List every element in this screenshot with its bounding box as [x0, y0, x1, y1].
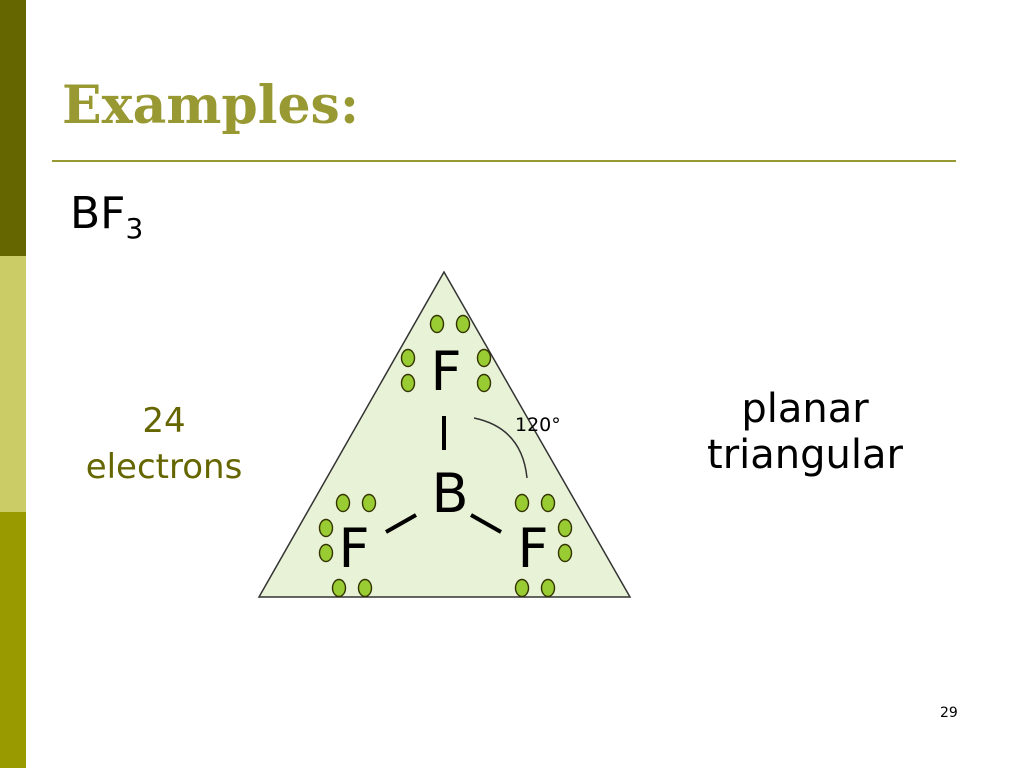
- formula-base: BF: [70, 188, 126, 239]
- electron-dot: [318, 518, 334, 538]
- electron-count: 24: [142, 401, 186, 441]
- bond-left: [385, 513, 417, 534]
- bond-right: [470, 513, 502, 534]
- electron-count-label: 24 electrons: [64, 398, 264, 490]
- electron-dot: [357, 578, 373, 598]
- sidebar-accent-mid: [0, 512, 26, 768]
- geometry-line-2: triangular: [707, 432, 903, 478]
- electron-dot: [476, 373, 492, 393]
- molecular-geometry-label: planar triangular: [680, 386, 930, 478]
- electron-dot: [514, 578, 530, 598]
- fluorine-top: F: [430, 340, 461, 403]
- lone-pairs-right-fluorine: [514, 493, 573, 598]
- lone-pairs-top-fluorine: [400, 314, 492, 393]
- slide-number: 29: [940, 705, 958, 721]
- formula-subscript: 3: [125, 212, 144, 245]
- electron-dot: [514, 493, 530, 513]
- sidebar-accent-light: [0, 256, 26, 512]
- lone-pairs-left-fluorine: [318, 493, 377, 598]
- boron-center: B: [431, 462, 468, 525]
- angle-arc: [473, 417, 528, 479]
- electron-dot: [455, 314, 471, 334]
- fluorine-left: F: [338, 517, 369, 580]
- electron-dot: [557, 543, 573, 563]
- electron-dot: [361, 493, 377, 513]
- slide-title: Examples:: [62, 75, 360, 136]
- sidebar-accent-dark: [0, 0, 26, 256]
- geometry-line-1: planar: [741, 386, 869, 432]
- electron-dot: [540, 578, 556, 598]
- electron-dot: [400, 373, 416, 393]
- electron-dot: [429, 314, 445, 334]
- electron-dot: [540, 493, 556, 513]
- molecular-formula: BF3: [70, 192, 143, 243]
- electron-dot: [318, 543, 334, 563]
- electron-dot: [400, 348, 416, 368]
- electron-dot: [476, 348, 492, 368]
- electron-dot: [331, 578, 347, 598]
- fluorine-right: F: [517, 517, 548, 580]
- bond-angle-label: 120°: [515, 414, 561, 436]
- electron-dot: [335, 493, 351, 513]
- title-divider: [52, 160, 956, 162]
- electron-word: electrons: [85, 447, 243, 487]
- electron-dot: [557, 518, 573, 538]
